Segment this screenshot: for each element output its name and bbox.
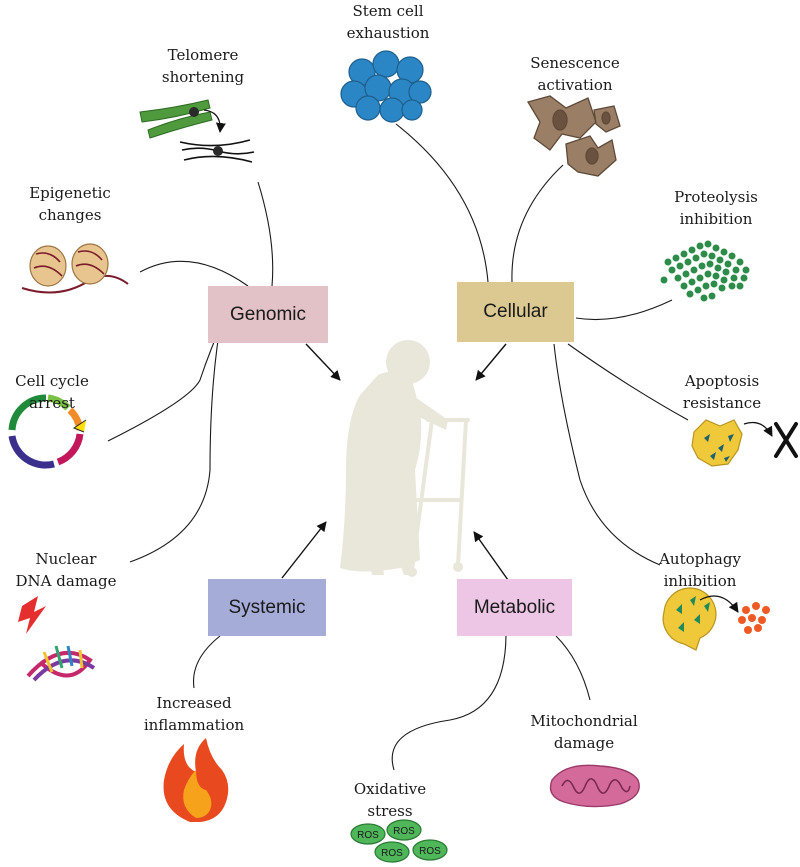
elderly-person-icon (340, 340, 470, 577)
connector-proteolysis-to-cellular (575, 299, 673, 321)
category-box-systemic: Systemic (208, 579, 326, 636)
nucleosome-icon (21, 243, 129, 294)
autophagy-cell-icon (662, 587, 739, 651)
dna-damage-icon (18, 596, 96, 682)
label-increased-inflammation: Increased inflammation (143, 694, 245, 734)
label-telomere-shortening: Telomere shortening (161, 46, 245, 86)
arrow-cellular (475, 343, 507, 381)
protein-aggregate-icon (660, 240, 750, 302)
label-autophagy-inhibition: Autophagy inhibition (659, 550, 741, 590)
chromosome-icon (139, 99, 255, 163)
ros-label: ROS (381, 848, 403, 859)
blocked-x-icon (774, 422, 798, 458)
label-epigenetic-changes: Epigenetic changes (29, 184, 111, 224)
connector-mitochondria-to-metabolic (555, 635, 591, 701)
apoptotic-cell-icon (691, 419, 773, 467)
ros-icon: ROS ROS ROS ROS (350, 819, 448, 863)
label-mitochondrial-damage: Mitochondrial damage (530, 712, 638, 752)
category-box-cellular: Cellular (457, 282, 574, 342)
arrow-systemic (281, 521, 327, 579)
arrow-metabolic (473, 531, 509, 581)
connector-oxidative-to-metabolic (391, 635, 507, 771)
ros-label: ROS (419, 846, 441, 857)
ros-label: ROS (393, 826, 415, 837)
category-label-systemic: Systemic (228, 596, 306, 618)
connector-stemcell-to-cellular (395, 123, 489, 283)
label-senescence-activation: Senescence activation (530, 54, 620, 94)
connector-telomere-to-genomic (257, 181, 274, 287)
label-stem-cell-exhaustion: Stem cell exhaustion (346, 2, 430, 42)
label-nuclear-dna-damage: Nuclear DNA damage (15, 550, 117, 590)
category-label-metabolic: Metabolic (473, 596, 556, 618)
connector-apoptosis-to-cellular (567, 343, 689, 421)
category-box-metabolic: Metabolic (457, 579, 572, 636)
category-label-genomic: Genomic (229, 303, 307, 325)
category-label-cellular: Cellular (483, 301, 548, 322)
connector-senescence-to-cellular (511, 164, 564, 283)
connector-epigenetic-to-genomic (139, 260, 249, 287)
fragment-particles-icon (738, 602, 770, 634)
senescent-cells-icon (527, 95, 621, 177)
cell-cycle-icon (8, 394, 87, 469)
connector-inflammation-to-systemic (192, 635, 221, 689)
label-cell-cycle-arrest: Cell cycle arrest (15, 372, 89, 412)
stem-cell-icon (340, 50, 432, 123)
connector-autophagy-to-cellular (553, 343, 661, 566)
arrow-genomic (305, 343, 341, 381)
category-arrows (281, 343, 509, 581)
category-box-genomic: Genomic (208, 286, 328, 343)
label-proteolysis-inhibition: Proteolysis inhibition (674, 188, 758, 228)
label-oxidative-stress: Oxidative stress (353, 780, 427, 820)
mitochondria-icon (549, 764, 640, 808)
connector-lines (107, 123, 689, 771)
flame-icon (163, 738, 229, 822)
label-apoptosis-resistance: Apoptosis resistance (682, 372, 762, 412)
ros-label: ROS (357, 830, 379, 841)
connector-dna-to-genomic (129, 315, 223, 563)
